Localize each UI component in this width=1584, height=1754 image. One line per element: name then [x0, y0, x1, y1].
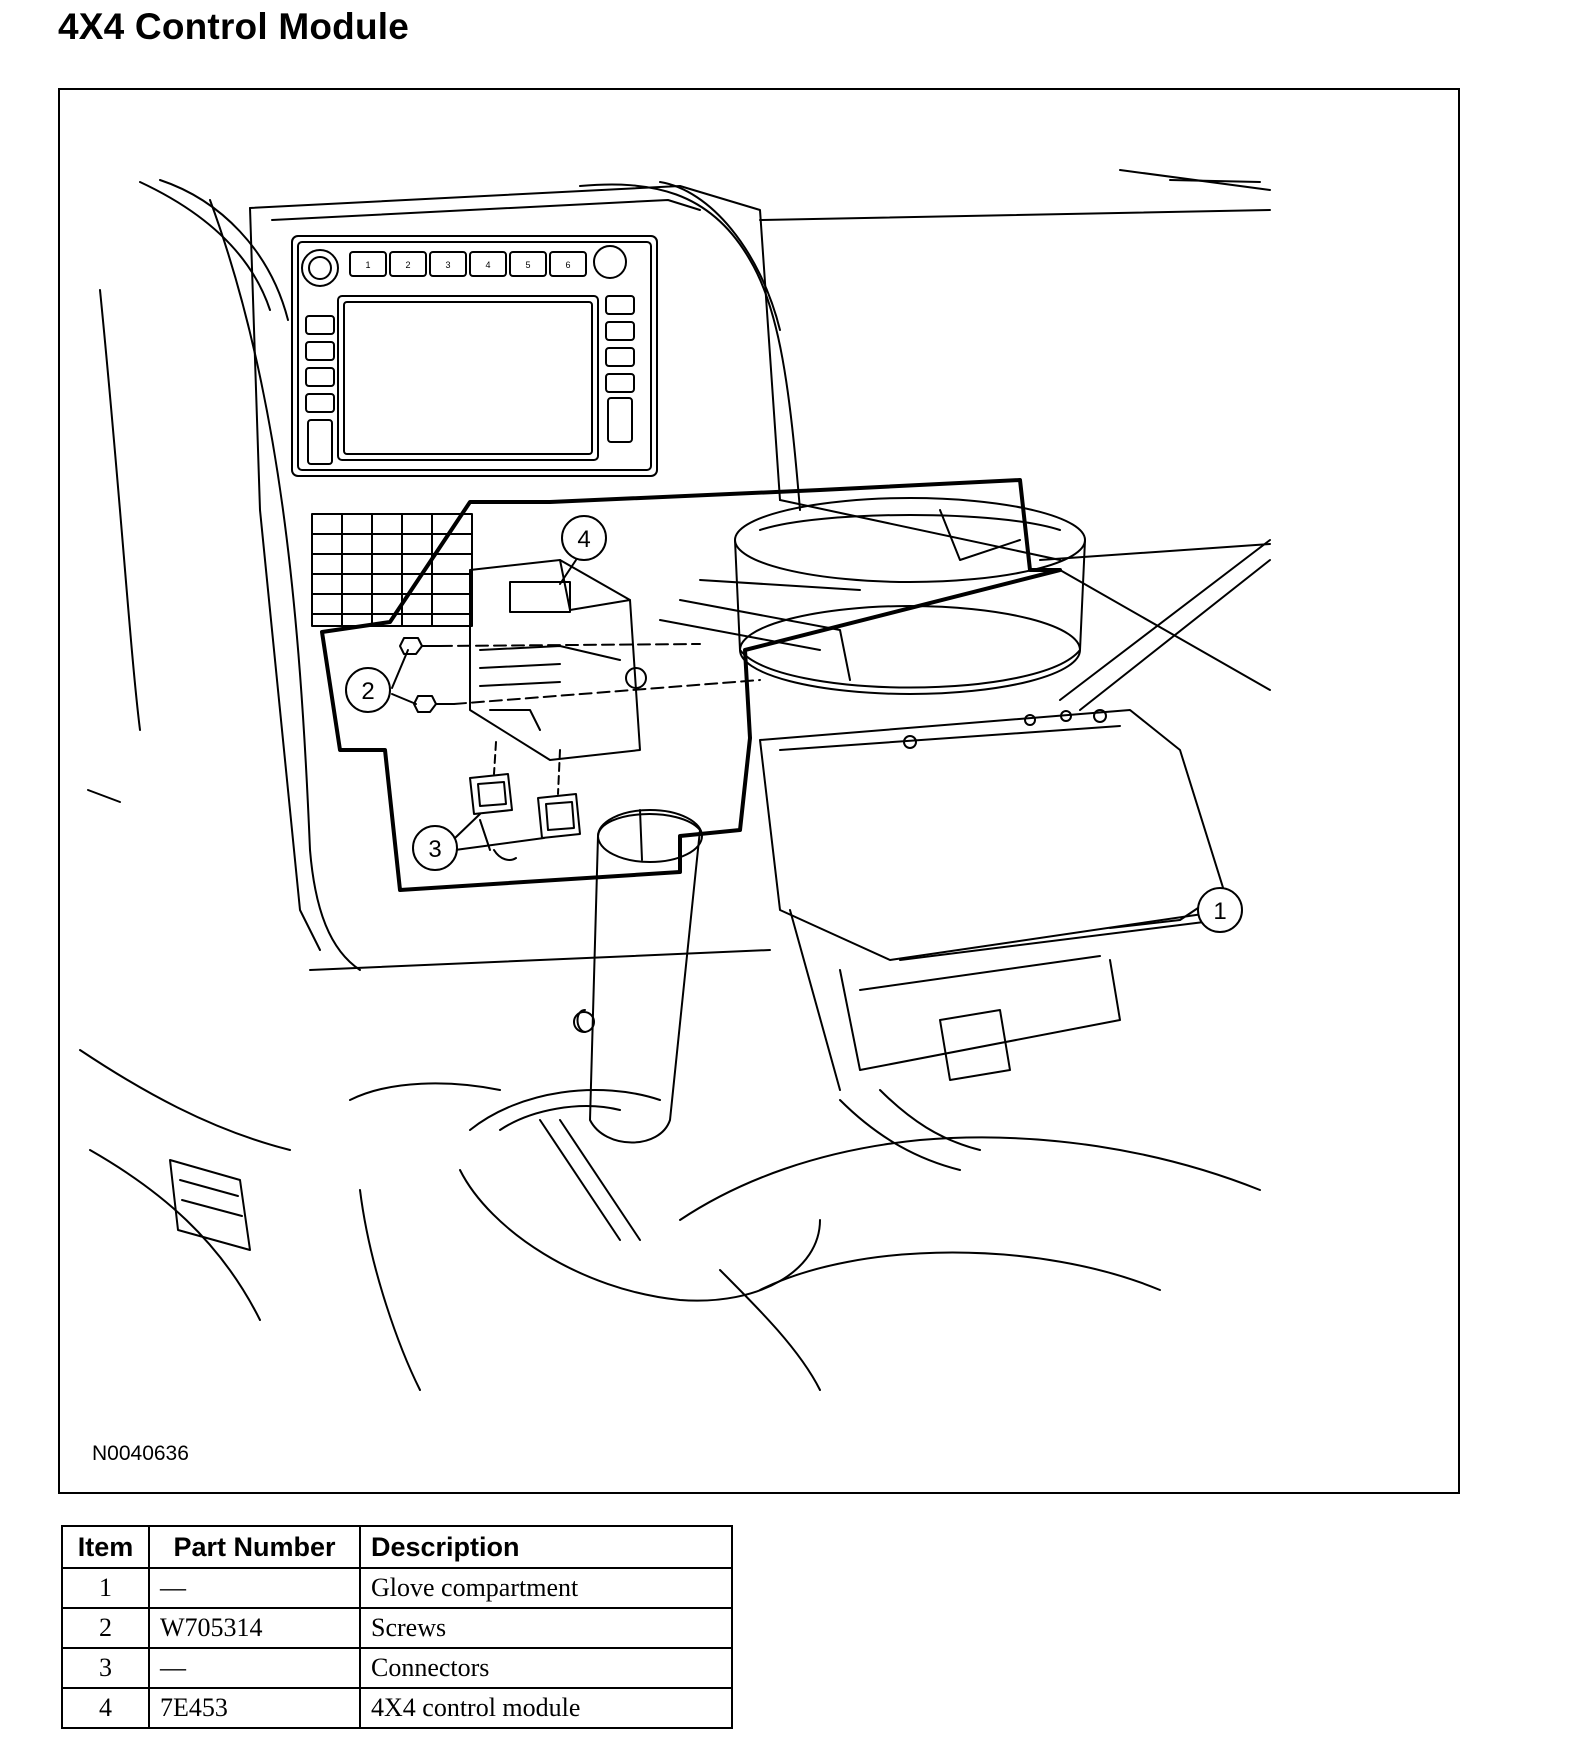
cell-part-number: — — [148, 1647, 361, 1689]
left-pillar-lines — [79, 179, 291, 1321]
cell-part-number: W705314 — [148, 1607, 361, 1649]
cell-description: 4X4 control module — [359, 1687, 733, 1729]
leader-lines — [391, 559, 1199, 929]
cell-item: 2 — [61, 1607, 150, 1649]
radio-right-buttons — [605, 295, 635, 443]
callout-3: 3 — [412, 825, 458, 871]
svg-text:3: 3 — [445, 260, 450, 270]
illustration-frame: 1 2 3 4 5 6 — [58, 88, 1460, 1494]
cell-item: 1 — [61, 1567, 150, 1609]
control-module — [469, 559, 647, 761]
svg-text:3: 3 — [428, 836, 441, 863]
svg-text:2: 2 — [405, 260, 410, 270]
radio-left-buttons — [305, 315, 335, 465]
svg-text:4: 4 — [577, 526, 590, 553]
figure-id: N0040636 — [92, 1442, 189, 1465]
cell-item: 4 — [61, 1687, 150, 1729]
table-row: 3 — Connectors — [61, 1647, 733, 1689]
parts-table: Item Part Number Description 1 — Glove c… — [61, 1525, 733, 1729]
center-stack — [209, 181, 801, 971]
table-row: 1 — Glove compartment — [61, 1567, 733, 1609]
callouts: 1 2 3 4 — [345, 515, 1243, 933]
table-row: 2 W705314 Screws — [61, 1607, 733, 1649]
gear-shifter — [573, 809, 703, 1144]
cell-item: 3 — [61, 1647, 150, 1689]
page-title: 4X4 Control Module — [58, 6, 409, 47]
blower-housing — [659, 497, 1086, 695]
cell-description: Connectors — [359, 1647, 733, 1689]
svg-text:6: 6 — [565, 260, 570, 270]
svg-text:1: 1 — [1213, 898, 1226, 925]
cutaway-outline — [320, 478, 1062, 892]
svg-text:1: 1 — [365, 260, 370, 270]
callout-1: 1 — [1197, 887, 1243, 933]
header-item: Item — [61, 1525, 150, 1569]
preset-buttons — [349, 251, 587, 277]
glove-compartment — [759, 539, 1271, 1091]
screws — [399, 637, 761, 713]
cell-description: Glove compartment — [359, 1567, 733, 1609]
climate-controls — [311, 513, 473, 627]
cell-description: Screws — [359, 1607, 733, 1649]
center-console — [349, 1082, 1261, 1391]
callout-4: 4 — [561, 515, 607, 561]
svg-text:2: 2 — [361, 678, 374, 705]
connectors — [469, 741, 581, 861]
header-description: Description — [359, 1525, 733, 1569]
cell-part-number: — — [148, 1567, 361, 1609]
svg-text:5: 5 — [525, 260, 530, 270]
table-header-row: Item Part Number Description — [61, 1525, 733, 1569]
preset-button-labels: 1 2 3 4 5 6 — [365, 260, 570, 270]
cell-part-number: 7E453 — [148, 1687, 361, 1729]
svg-text:4: 4 — [485, 260, 490, 270]
radio-unit: 1 2 3 4 5 6 — [291, 235, 658, 477]
callout-2: 2 — [345, 667, 391, 713]
table-row: 4 7E453 4X4 control module — [61, 1687, 733, 1729]
dashboard-top — [759, 169, 1271, 691]
vehicle-interior-illustration: 1 2 3 4 5 6 — [79, 169, 1271, 1391]
header-part-number: Part Number — [148, 1525, 361, 1569]
